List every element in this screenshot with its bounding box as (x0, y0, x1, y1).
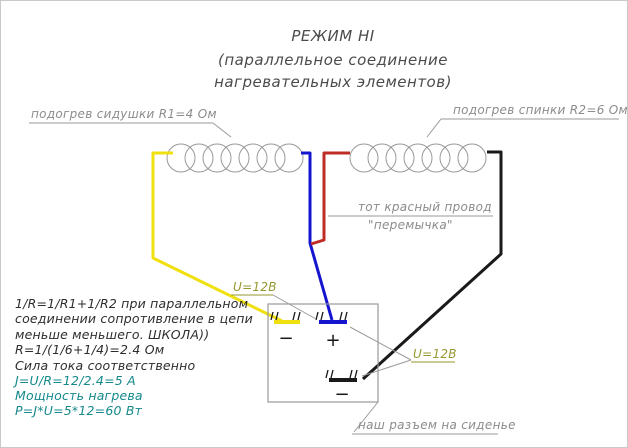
voltage-top-leader (272, 294, 317, 320)
pin-ticks-yellow-terminal (270, 311, 301, 321)
formula-line-6: J=U/R=12/2.4=5 А (12, 373, 136, 388)
formula-line-3: меньше меньшего. ШКОЛА)) (15, 327, 209, 342)
blue-wire (301, 151, 334, 321)
voltage-callout-top: U=12В (231, 280, 317, 320)
black-wire (361, 150, 503, 381)
seat-connector-box (267, 303, 379, 403)
title-line-2: (параллельное соединение (218, 51, 448, 69)
coil-loop (166, 143, 196, 173)
coil-loop (274, 143, 304, 173)
coil-loop (238, 143, 268, 173)
right-coil-callout: подогрев спинки R2=6 Ом (426, 103, 628, 138)
formula-line-2: соединении сопротивление в цепи (15, 311, 253, 326)
plus-sign-blue-terminal: + (325, 330, 340, 351)
coil-loop (256, 143, 286, 173)
title-block: РЕЖИМ HI (параллельное соединение нагрев… (214, 27, 452, 91)
formula-line-5: Сила тока соответственно (15, 358, 196, 373)
connector-callout: наш разъем на сиденье (352, 401, 516, 435)
title-line-1: РЕЖИМ HI (291, 27, 374, 45)
coil-loop (202, 143, 232, 173)
formula-line-1: 1/R=1/R1+1/R2 при параллельном (15, 296, 248, 311)
coil-loop (349, 143, 379, 173)
voltage-label-top: U=12В (233, 280, 277, 294)
left-heater-coil (166, 143, 304, 173)
connector-label: наш разъем на сиденье (358, 418, 516, 432)
formula-line-8: P=J*U=5*12=60 Вт (15, 403, 143, 418)
pin-ticks-black-terminal (325, 369, 358, 379)
coil-loop (385, 143, 415, 173)
connector-leader (353, 401, 379, 433)
voltage-right-leader-minus (361, 359, 412, 377)
left-coil-leader (212, 122, 232, 138)
title-line-3: нагревательных элементов) (214, 73, 452, 91)
coil-loop (367, 143, 397, 173)
coil-loop (457, 143, 487, 173)
coil-loop (439, 143, 469, 173)
voltage-callout-right: U=12В (349, 326, 457, 377)
coil-loop (184, 143, 214, 173)
formula-block: 1/R=1/R1+1/R2 при параллельном соединени… (12, 296, 253, 418)
left-coil-callout: подогрев сидушки R1=4 Ом (29, 107, 232, 138)
voltage-right-leader-plus (349, 326, 412, 361)
minus-sign-yellow-terminal: − (278, 328, 293, 349)
formula-line-4: R=1/(1/6+1/4)=2.4 Ом (15, 342, 164, 357)
left-coil-label: подогрев сидушки R1=4 Ом (31, 107, 217, 121)
minus-sign-black-terminal: − (334, 384, 349, 405)
pin-ticks-blue-terminal (315, 311, 348, 321)
coil-loop (403, 143, 433, 173)
right-coil-leader (426, 118, 442, 138)
right-coil-label: подогрев спинки R2=6 Ом (453, 103, 628, 117)
yellow-wire (151, 151, 283, 323)
red-wire-callout: тот красный провод "перемычка" (328, 200, 493, 232)
red-wire-label-2: "перемычка" (368, 218, 453, 232)
red-wire-label-1: тот красный провод (358, 200, 492, 214)
red-jumper-wire (310, 151, 350, 246)
formula-line-7: Мощность нагрева (15, 388, 143, 403)
coil-loop (421, 143, 451, 173)
coil-loop (220, 143, 250, 173)
voltage-label-right: U=12В (413, 347, 457, 361)
right-heater-coil (349, 143, 487, 173)
